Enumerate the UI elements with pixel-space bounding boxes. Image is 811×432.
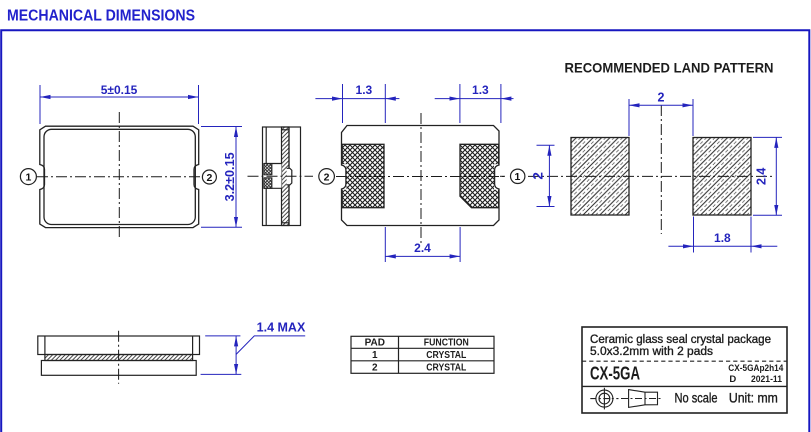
- svg-text:1.8: 1.8: [714, 231, 731, 245]
- svg-text:5±0.15: 5±0.15: [101, 83, 138, 97]
- svg-text:1: 1: [25, 172, 31, 184]
- svg-text:1: 1: [372, 350, 378, 361]
- svg-text:FUNCTION: FUNCTION: [424, 338, 469, 349]
- svg-text:1: 1: [514, 171, 520, 183]
- svg-text:MECHANICAL DIMENSIONS: MECHANICAL DIMENSIONS: [7, 8, 195, 25]
- svg-text:PAD: PAD: [365, 338, 385, 349]
- svg-text:1.3: 1.3: [472, 83, 489, 97]
- svg-text:Unit: mm: Unit: mm: [729, 391, 778, 406]
- svg-text:CRYSTAL: CRYSTAL: [426, 362, 466, 373]
- svg-text:2: 2: [372, 362, 378, 373]
- svg-text:CX-5GA: CX-5GA: [590, 362, 640, 383]
- svg-text:CRYSTAL: CRYSTAL: [426, 350, 466, 361]
- svg-text:1.3: 1.3: [356, 83, 373, 97]
- svg-text:D: D: [729, 374, 736, 385]
- svg-text:No scale: No scale: [675, 391, 718, 406]
- svg-text:3.2±0.15: 3.2±0.15: [223, 152, 237, 201]
- svg-text:2.4: 2.4: [414, 241, 431, 255]
- svg-text:Ceramic glass seal crystal pac: Ceramic glass seal crystal package: [590, 332, 771, 346]
- svg-text:RECOMMENDED LAND PATTERN: RECOMMENDED LAND PATTERN: [565, 61, 774, 76]
- svg-text:2021-11: 2021-11: [751, 374, 783, 385]
- svg-text:2.4: 2.4: [755, 168, 769, 185]
- svg-text:2: 2: [206, 172, 212, 184]
- svg-text:5.0x3.2mm with 2 pads: 5.0x3.2mm with 2 pads: [590, 344, 713, 358]
- svg-text:2: 2: [324, 171, 330, 183]
- svg-text:2: 2: [531, 172, 546, 180]
- svg-text:CX-5GAp2h14: CX-5GAp2h14: [728, 363, 783, 373]
- svg-text:1.4 MAX: 1.4 MAX: [257, 320, 306, 334]
- svg-text:2: 2: [658, 91, 665, 105]
